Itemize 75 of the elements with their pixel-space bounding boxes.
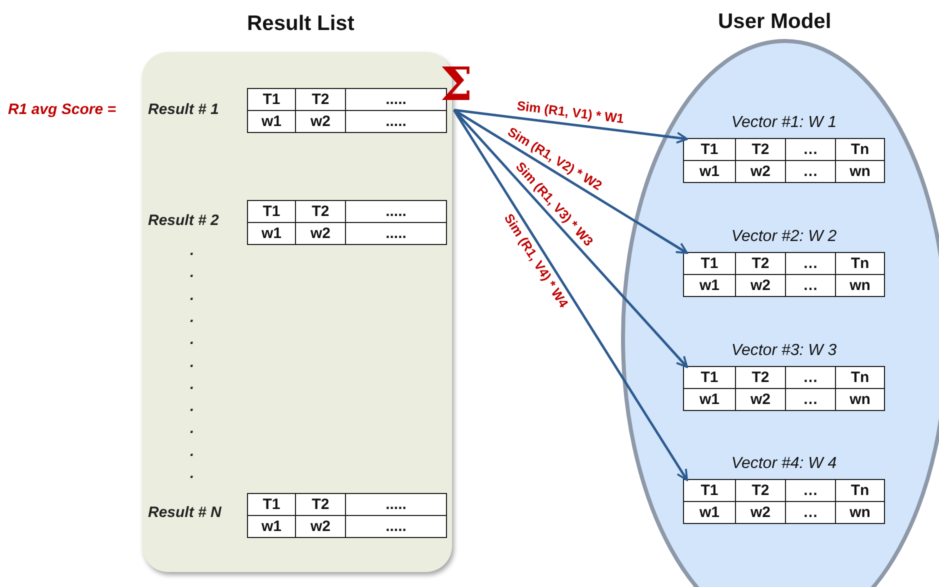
arrow	[452, 109, 688, 481]
ellipsis-dot: .	[190, 442, 194, 460]
table-cell: Tn	[836, 480, 884, 502]
arrow	[454, 108, 688, 144]
table-cell: Tn	[836, 253, 884, 275]
table-cell: …	[786, 502, 836, 523]
arrow	[453, 109, 688, 368]
table-cell: w1	[248, 516, 296, 537]
table-cell: …	[786, 275, 836, 296]
table-cell: T1	[684, 480, 736, 502]
ellipsis-dot: .	[190, 376, 194, 393]
result-label: Result # N	[148, 504, 222, 521]
table-cell: T2	[736, 253, 786, 275]
table-cell: T2	[736, 139, 786, 161]
ellipsis-dot: .	[190, 420, 194, 438]
arrow	[453, 108, 688, 254]
ellipsis-dot: .	[190, 264, 194, 282]
table-cell: T1	[248, 89, 296, 111]
ellipsis-dot: .	[190, 465, 194, 482]
table-cell: w1	[684, 161, 736, 182]
table-cell: w2	[736, 502, 786, 523]
table-cell: w2	[736, 389, 786, 410]
table-cell: …	[786, 253, 836, 275]
table-cell: w1	[248, 223, 296, 244]
table-cell: …	[786, 389, 836, 410]
result-label: Result # 2	[148, 212, 219, 229]
table-heading: Vector #1: W 1	[730, 114, 838, 132]
table-cell: Tn	[836, 139, 884, 161]
table-cell-text: .....	[384, 112, 408, 132]
table-cell: Tn	[836, 367, 884, 389]
table-cell: T2	[296, 494, 346, 516]
table-cell: T1	[684, 139, 736, 161]
edge-label: Sim (R1, V1) * W1	[516, 98, 625, 126]
score-label: R1 avg Score =	[8, 101, 116, 118]
table-cell: .....	[346, 494, 446, 516]
table-cell: T1	[248, 201, 296, 223]
table-cell: w2	[296, 111, 346, 132]
table-cell: w1	[684, 275, 736, 296]
table-cell: T1	[684, 253, 736, 275]
table-cell: T1	[684, 367, 736, 389]
table-cell: …	[786, 480, 836, 502]
result-label: Result # 1	[148, 101, 219, 118]
table-cell: …	[786, 367, 836, 389]
table-cell: .....	[346, 201, 446, 223]
table-cell: T2	[296, 201, 346, 223]
table-cell-text: wn	[848, 503, 872, 523]
table-cell: w2	[736, 275, 786, 296]
table-cell: T1	[248, 494, 296, 516]
table-cell-text: wn	[848, 276, 872, 296]
table-cell: T2	[296, 89, 346, 111]
panel-title: Result List	[247, 12, 354, 36]
ellipse-title: User Model	[718, 10, 832, 34]
table-cell: w2	[736, 161, 786, 182]
ellipsis-dot: .	[190, 286, 194, 304]
table-cell: w1	[684, 389, 736, 410]
table-heading: Vector #4: W 4	[730, 455, 838, 473]
ellipsis-dot: .	[190, 308, 194, 326]
table-cell: …	[786, 161, 836, 182]
table-cell: w1	[684, 502, 736, 523]
table-heading: Vector #3: W 3	[730, 342, 838, 360]
table-cell: …	[786, 139, 836, 161]
table-cell: w1	[248, 111, 296, 132]
table-cell-text: .....	[384, 224, 408, 244]
ellipsis-dot: .	[190, 242, 194, 259]
ellipsis-dot: .	[190, 331, 194, 348]
table-cell: w2	[296, 223, 346, 244]
ellipsis-dot: .	[190, 354, 194, 370]
ellipsis-dot: .	[190, 398, 194, 416]
table-cell-text: wn	[848, 162, 872, 182]
table-cell-text: .....	[384, 517, 408, 537]
table-cell: w2	[296, 516, 346, 537]
table-cell: T2	[736, 367, 786, 389]
table-cell: T2	[736, 480, 786, 502]
table-heading: Vector #2: W 2	[730, 228, 838, 246]
table-cell-text: wn	[848, 390, 872, 410]
